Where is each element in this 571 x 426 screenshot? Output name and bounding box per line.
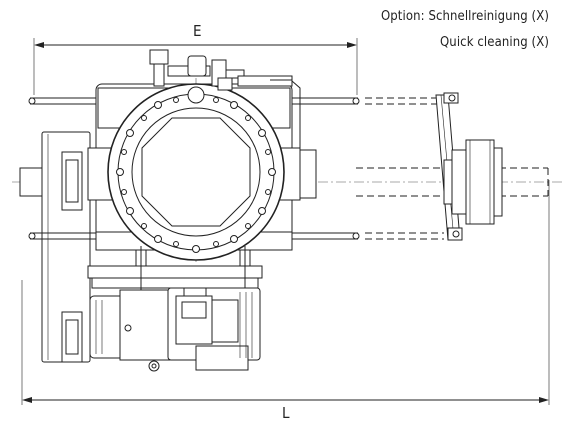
purge-fittings (149, 49, 301, 160)
base-plate (87, 246, 263, 292)
option-caption-german: Option: Schnellreinigung (X) (380, 9, 549, 24)
dimension-e-line (33, 38, 358, 95)
dimension-e-label: E (193, 22, 202, 40)
drive-guard (41, 131, 91, 363)
dimension-l-label: L (282, 404, 290, 422)
dimension-l-line (21, 180, 550, 405)
option-caption-english: Quick cleaning (X) (440, 35, 549, 50)
valve-housing (87, 83, 317, 261)
end-cover-extracted (435, 92, 503, 241)
gear-motor (89, 287, 261, 372)
rail-extension-dashed (356, 97, 549, 240)
